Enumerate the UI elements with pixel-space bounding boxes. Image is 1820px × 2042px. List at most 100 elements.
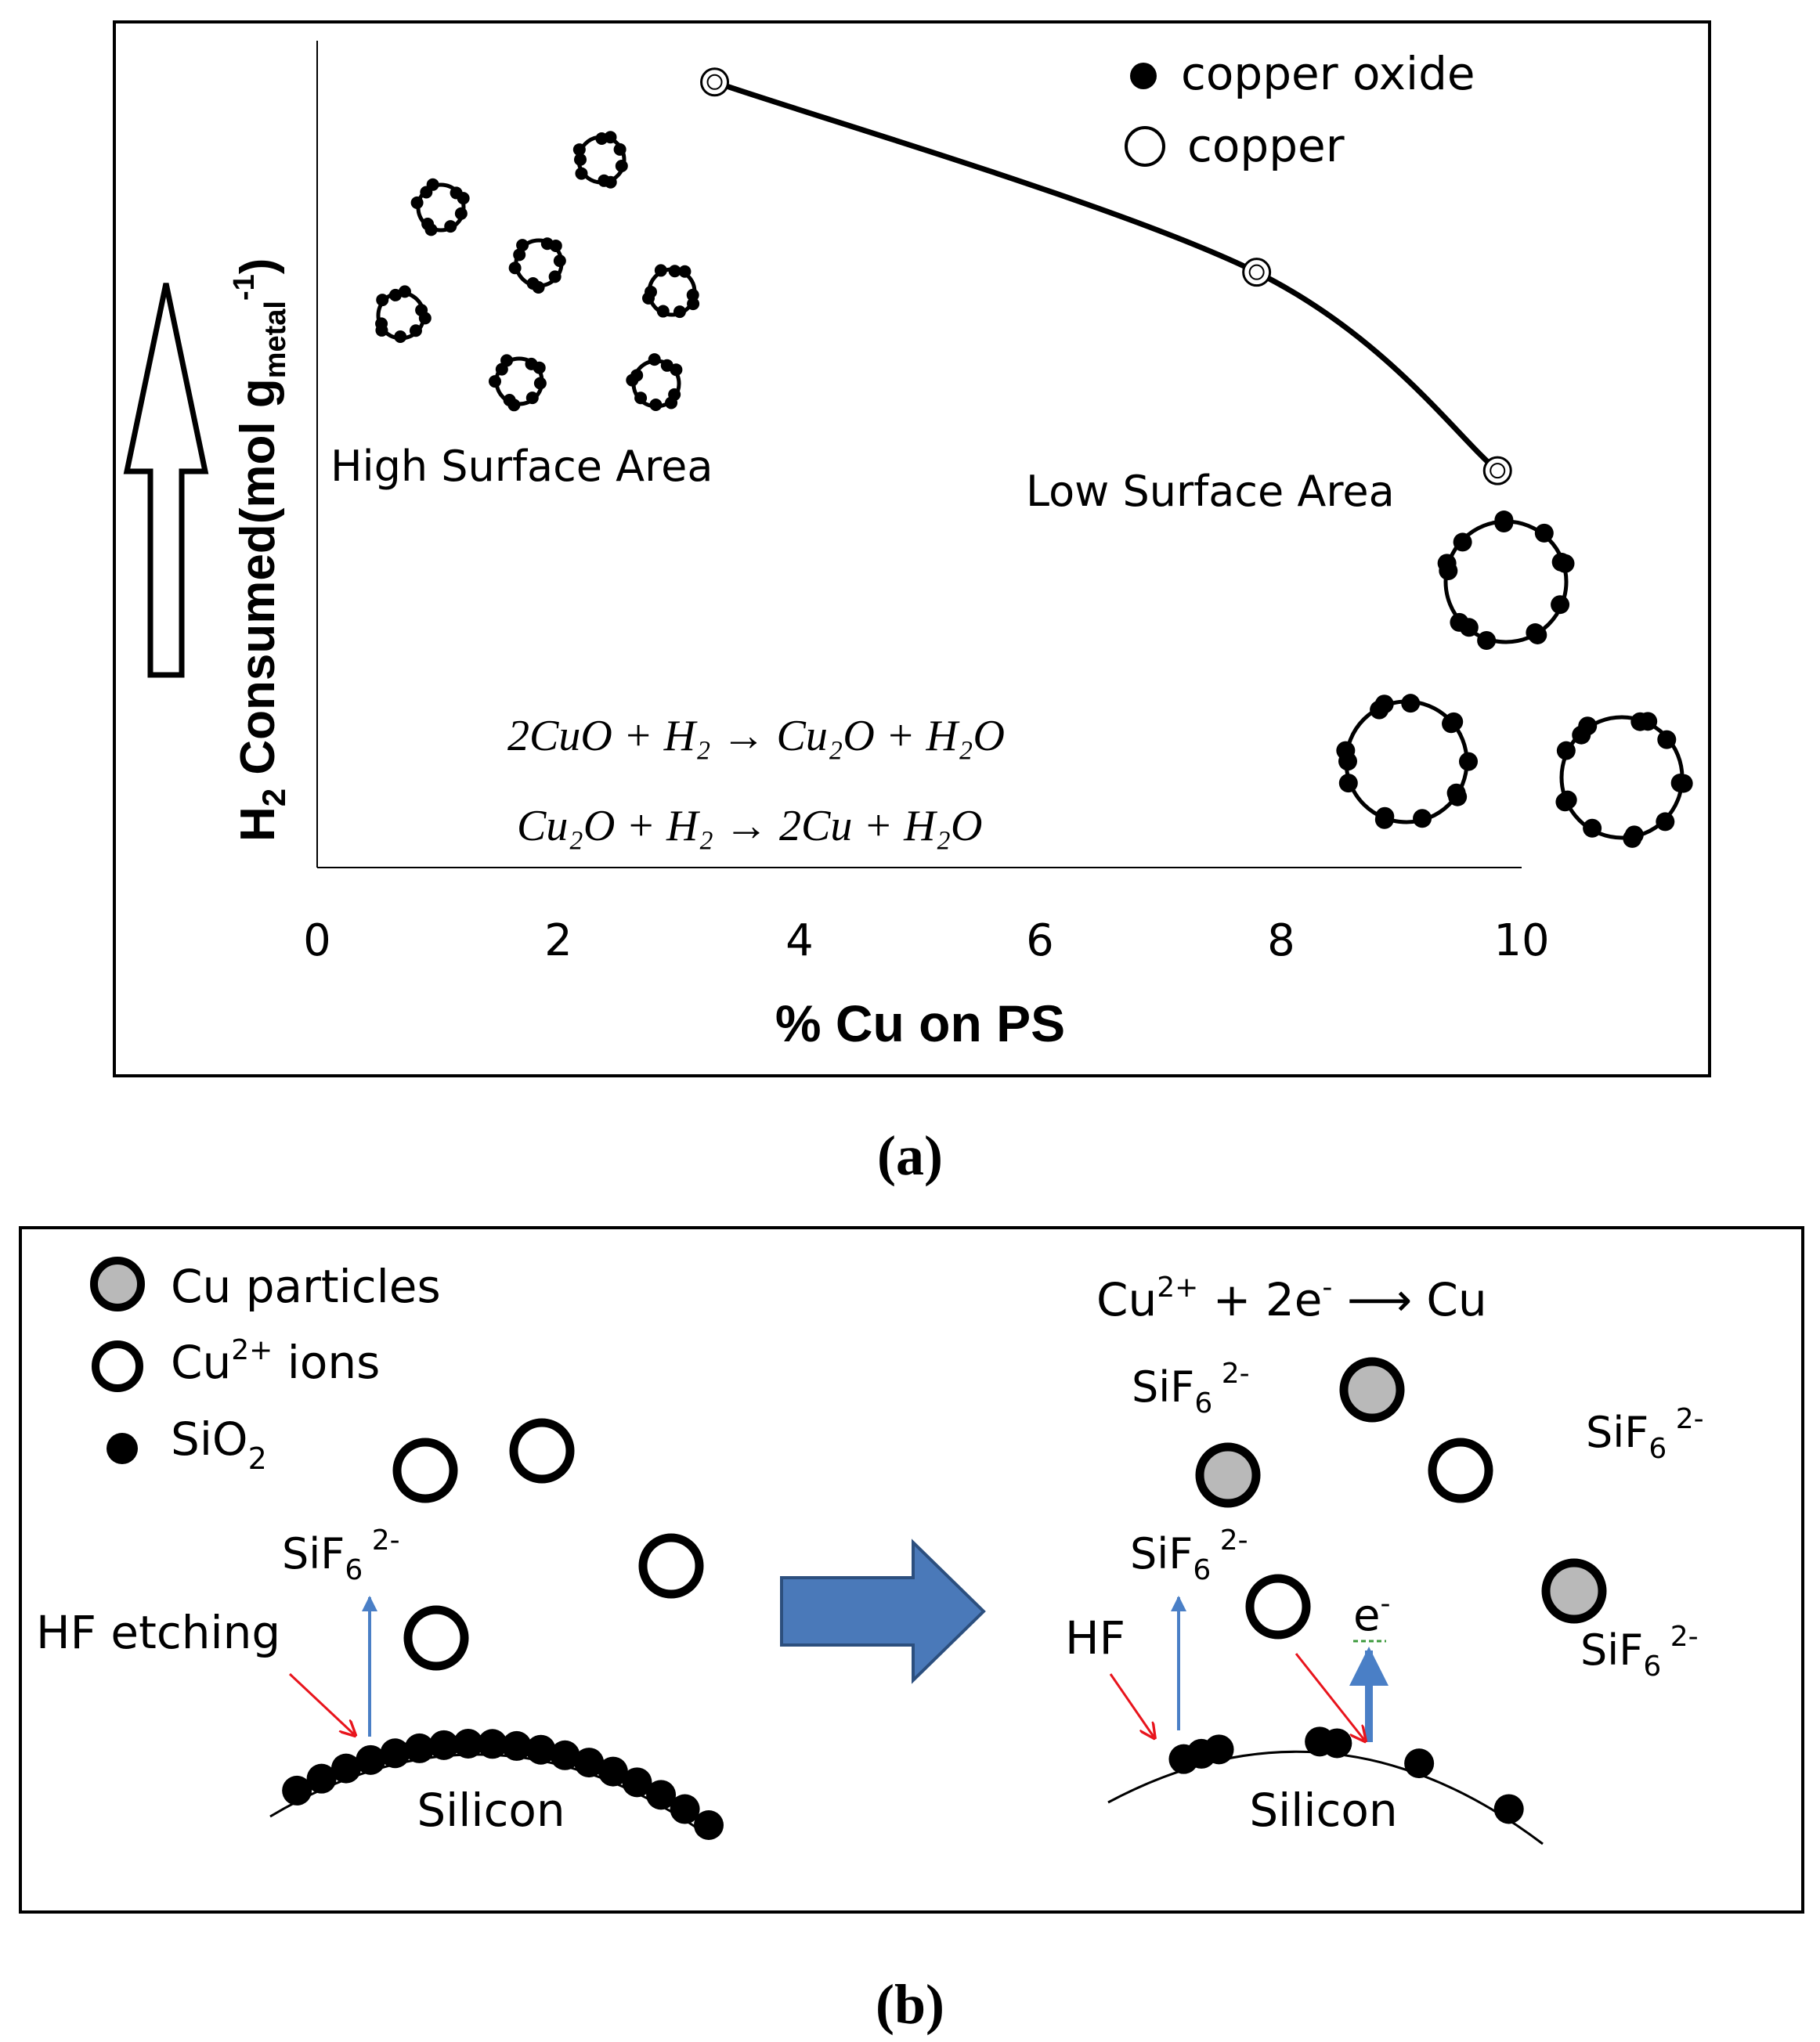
caption-b: (b) — [876, 1973, 944, 2036]
sif6-sup: 2- — [1211, 1524, 1248, 1557]
reaction-cu: Cu — [1096, 1273, 1157, 1326]
process-arrow-icon — [780, 1539, 986, 1684]
oxide-dot — [421, 218, 435, 231]
legend-copper-oxide-label: copper oxide — [1181, 47, 1475, 100]
reaction-e-sup: - — [1322, 1272, 1332, 1304]
oxide-dot — [686, 288, 699, 301]
chart-series — [700, 67, 1512, 485]
oxide-dot — [1556, 741, 1576, 760]
silicon-label-right: Silicon — [1249, 1784, 1397, 1837]
y-axis-h: H — [231, 806, 285, 842]
sio2-dot — [453, 1728, 483, 1759]
oxide-dot — [1437, 554, 1457, 573]
oxide-dot — [1453, 532, 1472, 552]
legend-cu-ions-rest: ions — [273, 1336, 380, 1389]
sio2-dot — [380, 1738, 410, 1769]
sio2-dot — [282, 1775, 312, 1806]
left-scene: SiF6 2- HF etching Silicon — [36, 1418, 724, 1840]
hf-attack-arrow-icon — [288, 1672, 354, 1734]
oxide-dot — [549, 239, 562, 252]
oxide-dot — [668, 265, 681, 278]
sio2-dot — [646, 1780, 677, 1810]
cu-particle-legend-icon — [90, 1257, 145, 1311]
cu-particle — [1339, 1357, 1405, 1423]
oxide-dot — [1534, 523, 1554, 543]
reduction-arrow-icon — [1295, 1653, 1364, 1740]
reaction-arrow: ⟶ Cu — [1332, 1273, 1486, 1326]
oxide-dot — [613, 143, 627, 156]
large-particle-clusters — [1336, 510, 1693, 848]
oxide-dot — [1494, 514, 1514, 533]
oxide-dot — [548, 270, 562, 283]
cu-ion — [1428, 1438, 1493, 1503]
oxide-dot — [1336, 741, 1356, 760]
reaction-mid: + 2e — [1198, 1273, 1322, 1326]
cu-ion-legend-icon — [92, 1340, 143, 1392]
sio2-dot — [622, 1767, 652, 1798]
legend-sio2-base: SiO — [171, 1412, 248, 1466]
y-axis-label: H2 Consumed(mol gmetal-1) — [228, 258, 292, 842]
legend-cu-particles-label: Cu particles — [171, 1260, 441, 1313]
oxide-dot — [503, 393, 516, 406]
sio2-dot — [428, 1730, 459, 1760]
reaction-cu-sup: 2+ — [1157, 1272, 1198, 1304]
oxide-dot — [533, 377, 547, 390]
oxide-dot — [1413, 809, 1432, 828]
oxide-dot — [410, 196, 424, 209]
oxide-dot — [500, 354, 514, 367]
oxide-dot — [673, 305, 686, 319]
data-point-inner — [706, 74, 723, 90]
equation-1: 2CuO + H₂ → Cu₂O + H₂O — [507, 712, 1005, 760]
sif6-sup: 2- — [363, 1524, 399, 1557]
sio2-particles-right — [1168, 1726, 1524, 1824]
sio2-dot — [356, 1744, 386, 1775]
oxide-dot — [649, 398, 663, 411]
sio2-dot — [574, 1748, 605, 1778]
oxide-dot — [645, 285, 658, 298]
sif6-base: SiF — [1132, 1362, 1194, 1412]
oxide-dot — [376, 294, 389, 307]
oxide-dot — [533, 361, 546, 374]
sif6-sub: 6 — [1648, 1433, 1667, 1465]
x-tick-labels: 0 2 4 6 8 10 — [303, 915, 1549, 966]
oxide-dot — [598, 174, 611, 187]
oxide-dot — [1450, 612, 1469, 632]
legend: copper oxide copper — [1125, 47, 1475, 172]
oxide-dot — [1670, 773, 1690, 792]
electron-sup: - — [1380, 1588, 1390, 1620]
oxide-dot — [654, 264, 667, 277]
cu-particle — [1195, 1442, 1261, 1508]
x-tick-label: 4 — [785, 915, 814, 966]
oxide-dot — [489, 375, 502, 388]
sif6-base: SiF — [1580, 1625, 1643, 1675]
sif6-label-right-1: SiF6 2- — [1132, 1358, 1250, 1420]
sio2-dot — [550, 1740, 580, 1770]
y-axis-h-subscript: 2 — [255, 788, 292, 806]
legend-filled-marker-icon — [1130, 63, 1157, 89]
oxide-dot — [398, 285, 411, 298]
sio2-dot — [330, 1753, 361, 1784]
legend-cu-ions-base: Cu — [171, 1336, 231, 1389]
sio2-legend-icon — [107, 1433, 138, 1464]
oxide-dot — [1578, 716, 1598, 736]
sif6-sub: 6 — [1193, 1554, 1211, 1586]
oxide-dot — [1551, 595, 1570, 615]
oxide-dot — [574, 153, 587, 166]
sio2-dot — [404, 1733, 435, 1763]
oxide-dot — [418, 312, 432, 325]
sio2-dot — [1322, 1728, 1352, 1759]
cu-particle — [1541, 1558, 1607, 1624]
x-tick-label: 2 — [544, 915, 572, 966]
sio2-dot — [670, 1794, 700, 1824]
oxide-dot — [1638, 712, 1658, 731]
oxide-dot — [508, 262, 522, 275]
oxide-dot — [630, 369, 644, 382]
sif6-sub: 6 — [1643, 1651, 1661, 1683]
oxide-dot — [687, 298, 700, 311]
oxide-dot — [656, 305, 670, 318]
x-tick-label: 6 — [1026, 915, 1054, 966]
sif6-label-left: SiF6 2- — [282, 1524, 400, 1586]
hf-attack-arrow-icon — [1109, 1673, 1154, 1737]
legend-copper-label: copper — [1187, 119, 1345, 172]
oxide-dot — [457, 192, 470, 205]
